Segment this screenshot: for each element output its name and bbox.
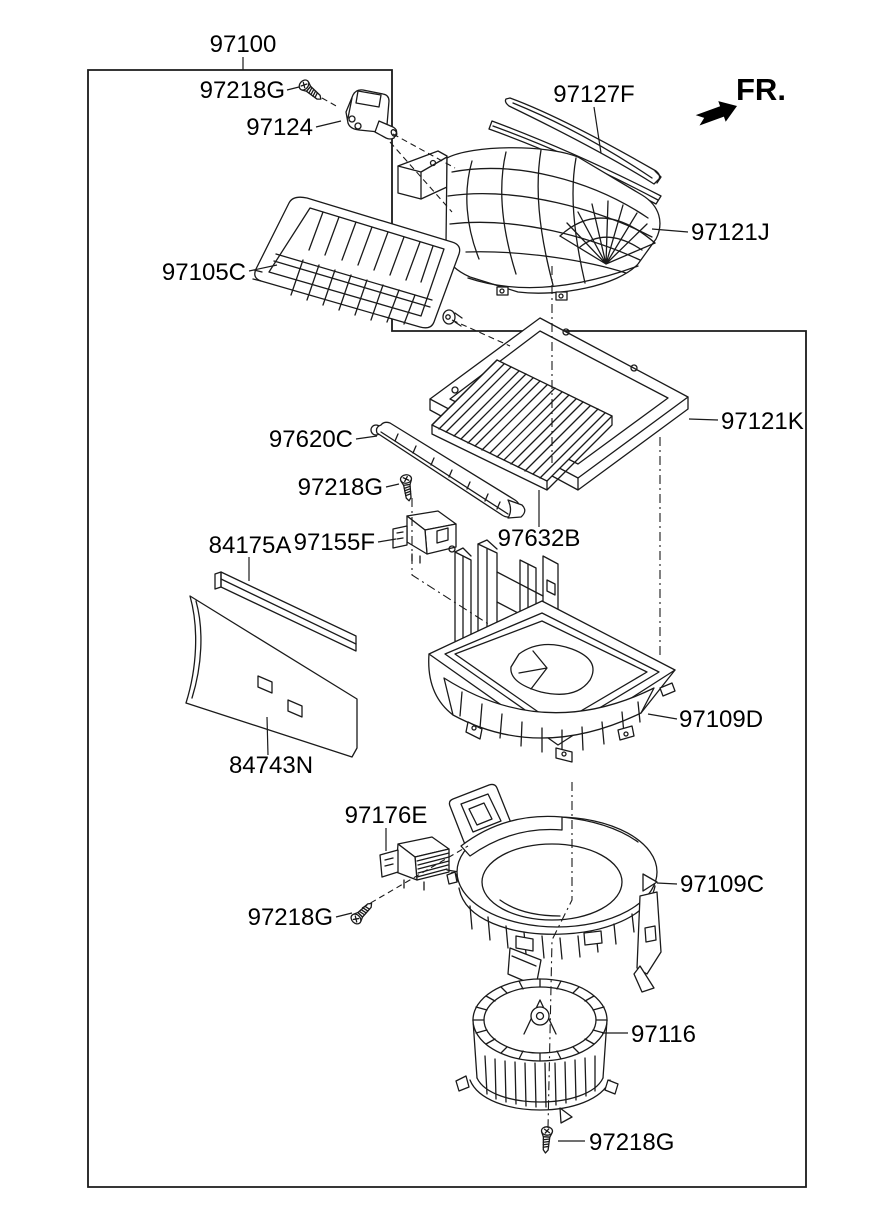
- part-label-84175A[interactable]: 84175A: [209, 532, 292, 559]
- screw-97218G-lower-icon: [348, 898, 377, 927]
- diagram-boundary-box: [87, 69, 807, 1188]
- part-97121J-upper-case-drawing: [397, 120, 662, 301]
- part-label-97121J[interactable]: 97121J: [691, 219, 770, 246]
- screw-97218G-bottom-icon: [539, 1125, 554, 1154]
- part-label-97218G-bottom[interactable]: 97218G: [589, 1129, 674, 1156]
- part-label-84743N[interactable]: 84743N: [229, 752, 313, 779]
- part-label-97218G-top[interactable]: 97218G: [200, 77, 285, 104]
- part-97176E-resistor-drawing: [379, 836, 460, 891]
- part-label-97620C[interactable]: 97620C: [269, 426, 353, 453]
- part-label-97121K[interactable]: 97121K: [721, 408, 804, 435]
- screw-97218G-middle-icon: [399, 473, 416, 503]
- part-label-97116[interactable]: 97116: [631, 1021, 696, 1048]
- part-84175A-insulation-strip-drawing: [214, 571, 357, 652]
- part-label-97218G-lower[interactable]: 97218G: [248, 904, 333, 931]
- part-label-97218G-middle[interactable]: 97218G: [298, 474, 383, 501]
- fr-direction-label: FR.: [736, 72, 786, 107]
- part-97124-actuator-drawing: [345, 89, 398, 140]
- part-97127F-seal-strip-drawing: [504, 97, 662, 185]
- part-label-97109D[interactable]: 97109D: [679, 706, 763, 733]
- part-label-97176E[interactable]: 97176E: [345, 802, 428, 829]
- part-97109C-lower-blower-case-drawing: [446, 783, 662, 993]
- part-label-97155F[interactable]: 97155F: [294, 529, 375, 556]
- part-label-97632B[interactable]: 97632B: [498, 525, 581, 552]
- part-97116-blower-motor-drawing: [455, 978, 619, 1124]
- part-97620C-filter-cover-drawing: [370, 421, 526, 519]
- part-label-97105C[interactable]: 97105C: [162, 259, 246, 286]
- part-97109D-upper-blower-case-drawing: [428, 539, 676, 763]
- part-label-97127F[interactable]: 97127F: [553, 81, 634, 108]
- part-97105C-inlet-door-drawing: [252, 196, 463, 329]
- part-97155F-resistor-drawing: [392, 510, 457, 564]
- part-97632B-air-filter-drawing: [431, 359, 613, 491]
- part-label-97124[interactable]: 97124: [246, 114, 313, 141]
- leader-lines: [242, 57, 719, 1142]
- part-label-97100[interactable]: 97100: [210, 31, 277, 58]
- part-label-97109C[interactable]: 97109C: [680, 871, 764, 898]
- fr-direction-arrow-icon: [695, 101, 737, 126]
- part-84743N-insulation-pad-drawing: [185, 595, 358, 758]
- screw-97218G-top-icon: [296, 77, 326, 105]
- assembly-axis-lines: [321, 97, 661, 1129]
